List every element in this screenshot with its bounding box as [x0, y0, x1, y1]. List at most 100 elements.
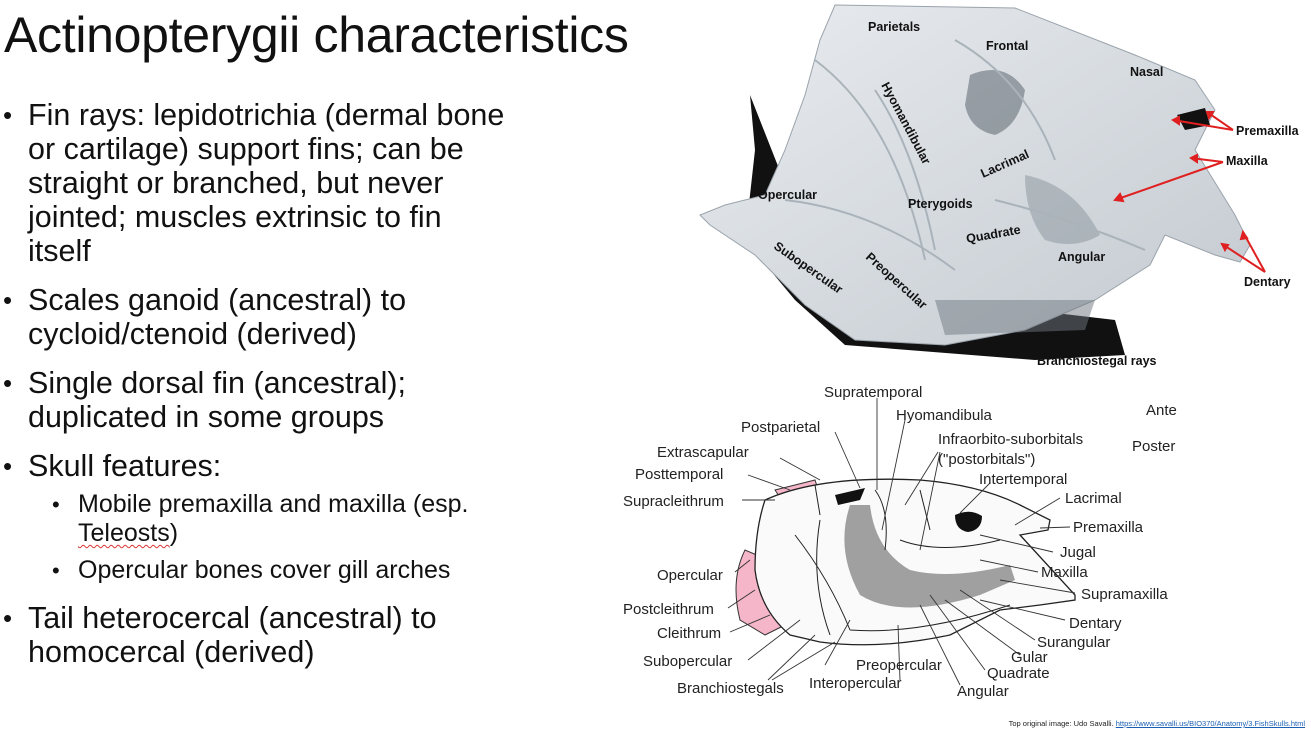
leader-premaxilla: [1039, 526, 1071, 529]
label-opercular: Opercular: [758, 188, 817, 202]
bullet-list: •Fin rays: lepidotrichia (dermal bone or…: [0, 98, 510, 684]
rays-shadow: [935, 300, 1095, 335]
leader-dentary: [979, 599, 1066, 621]
leader-interopercular: [897, 624, 901, 681]
skull-diagram: Supratemporal Postparietal Hyomandibula …: [623, 384, 1177, 700]
arrowhead: [1220, 242, 1230, 253]
dlabel-supratemporal: Supratemporal: [824, 384, 922, 401]
arrowhead: [1113, 192, 1125, 203]
bullet-glyph: •: [3, 100, 13, 130]
arrowhead: [1189, 153, 1198, 164]
image-credit: Top original image: Udo Savalli. https:/…: [1009, 719, 1305, 728]
arrowhead: [1239, 229, 1249, 241]
dlabel-supracleithrum: Supracleithrum: [623, 493, 724, 510]
leader-postparietal: [834, 431, 861, 489]
dlabel-postcleithrum: Postcleithrum: [623, 601, 714, 618]
dlabel-cleithrum: Cleithrum: [657, 625, 721, 642]
bullet-scales: • Scales ganoid (ancestral) to cycloid/ct…: [0, 283, 510, 351]
leader-supramaxilla: [999, 579, 1076, 594]
leader-lacrimal: [1014, 497, 1061, 526]
dlabel-anterior-cut: Ante: [1146, 402, 1177, 419]
dlabel-posterior-cut: Poster: [1132, 438, 1175, 455]
dlabel-subopercular: Subopercular: [643, 653, 732, 670]
diagram-stipple-black: [835, 488, 865, 505]
leader-gular: [944, 599, 1021, 656]
bullet-glyph: •: [3, 603, 13, 633]
leader-infraorbital: [904, 451, 941, 551]
jaw-shadow: [1025, 175, 1100, 244]
credit-link[interactable]: https://www.savalli.us/BIO370/Anatomy/3.…: [1115, 719, 1305, 728]
arrowhead: [1171, 115, 1180, 126]
leader-lines: [727, 398, 1076, 686]
leader-cleithrum: [729, 614, 771, 633]
label-angular: Angular: [1058, 250, 1105, 264]
dlabel-infraorbito: Infraorbito-suborbitals: [938, 431, 1083, 448]
bullet-glyph: •: [3, 451, 13, 481]
bullet-text: Skull features:: [28, 449, 222, 483]
bullet-dorsal-fin: •Single dorsal fin (ancestral); duplicat…: [0, 366, 510, 434]
diagram-eye: [955, 511, 982, 532]
label-maxilla: Maxilla: [1226, 154, 1269, 168]
premaxilla-arrow-2: [1172, 119, 1234, 131]
dlabel-postorbitals: ("postorbitals"): [938, 451, 1035, 468]
bullet-glyph: •: [52, 558, 60, 583]
leader-extrascapular: [779, 457, 821, 481]
dlabel-extrascapular: Extrascapular: [657, 444, 749, 461]
label-frontal: Frontal: [986, 39, 1028, 53]
dlabel-quadrate: Quadrate: [987, 665, 1050, 682]
dlabel-surangular: Surangular: [1037, 634, 1110, 651]
diagram-skull-outline: [754, 478, 1076, 646]
dlabel-angular: Angular: [957, 683, 1009, 700]
dlabel-hyomandibula: Hyomandibula: [896, 407, 993, 424]
spellcheck-word[interactable]: Teleosts: [78, 519, 170, 547]
sub-bullet-list: •Mobile premaxilla and maxilla (esp. Tel…: [0, 490, 510, 585]
dlabel-branchiostegals: Branchiostegals: [677, 680, 784, 697]
bullet-glyph: •: [3, 285, 13, 315]
leader-hyomandibula: [881, 419, 906, 531]
leader-maxilla: [979, 559, 1039, 573]
bullet-text: Scales ganoid (ancestral) to cycloid/cte…: [28, 283, 407, 351]
stippled-cheek: [844, 505, 1015, 608]
dlabel-dentary: Dentary: [1069, 615, 1122, 632]
leader-branchiostegals: [767, 634, 836, 681]
skull-photo: Parietals Frontal Nasal Hyomandibular La…: [699, 4, 1300, 368]
leader-subopercular: [747, 619, 801, 661]
dlabel-lacrimal: Lacrimal: [1065, 490, 1122, 507]
dlabel-gular: Gular: [1011, 649, 1048, 666]
dlabel-interopercular: Interopercular: [809, 675, 902, 692]
maxilla-arrow-2: [1114, 161, 1224, 201]
bullet-text: Single dorsal fin (ancestral); duplicate…: [28, 366, 407, 434]
dlabel-maxilla: Maxilla: [1041, 564, 1088, 581]
leader-opercular: [734, 559, 751, 573]
slide-title: Actinopterygii characteristics: [4, 7, 629, 63]
dlabel-jugal: Jugal: [1060, 544, 1096, 561]
credit-text: Top original image: Udo Savalli.: [1008, 719, 1116, 728]
pointer-arrows: [1113, 111, 1266, 273]
dlabel-intertemporal: Intertemporal: [979, 471, 1067, 488]
bullet-fin-rays: •Fin rays: lepidotrichia (dermal bone or…: [0, 98, 510, 268]
leader-preopercular: [824, 619, 851, 666]
orbit-cavity: [965, 70, 1025, 135]
dlabel-supramaxilla: Supramaxilla: [1081, 586, 1168, 603]
leader-jugal: [979, 534, 1054, 553]
label-branchiostegal-rays: Branchiostegal rays: [1037, 354, 1157, 368]
label-parietals: Parietals: [868, 20, 920, 34]
label-nasal: Nasal: [1130, 65, 1163, 79]
dlabel-postparietal: Postparietal: [741, 419, 820, 436]
sub-bullet-text-end: ): [169, 519, 179, 547]
arrowhead: [1205, 111, 1215, 121]
dlabel-posttemporal: Posttemporal: [635, 466, 723, 483]
label-pterygoids: Pterygoids: [908, 197, 973, 211]
leader-posttemporal: [747, 474, 791, 491]
label-dentary: Dentary: [1244, 275, 1291, 289]
dlabel-opercular: Opercular: [657, 567, 723, 584]
sub-bullet-opercular: •Opercular bones cover gill arches: [0, 556, 510, 585]
bullet-tail: • Tail heterocercal (ancestral) to homoce…: [0, 601, 510, 669]
leader-quadrate: [929, 594, 986, 671]
bullet-glyph: •: [52, 492, 60, 517]
bullet-text: Tail heterocercal (ancestral) to homocer…: [28, 601, 437, 669]
sub-bullet-premaxilla: •Mobile premaxilla and maxilla (esp. Tel…: [0, 490, 510, 548]
bullet-skull: • Skull features:: [0, 449, 510, 483]
dlabel-preopercular: Preopercular: [856, 657, 942, 674]
